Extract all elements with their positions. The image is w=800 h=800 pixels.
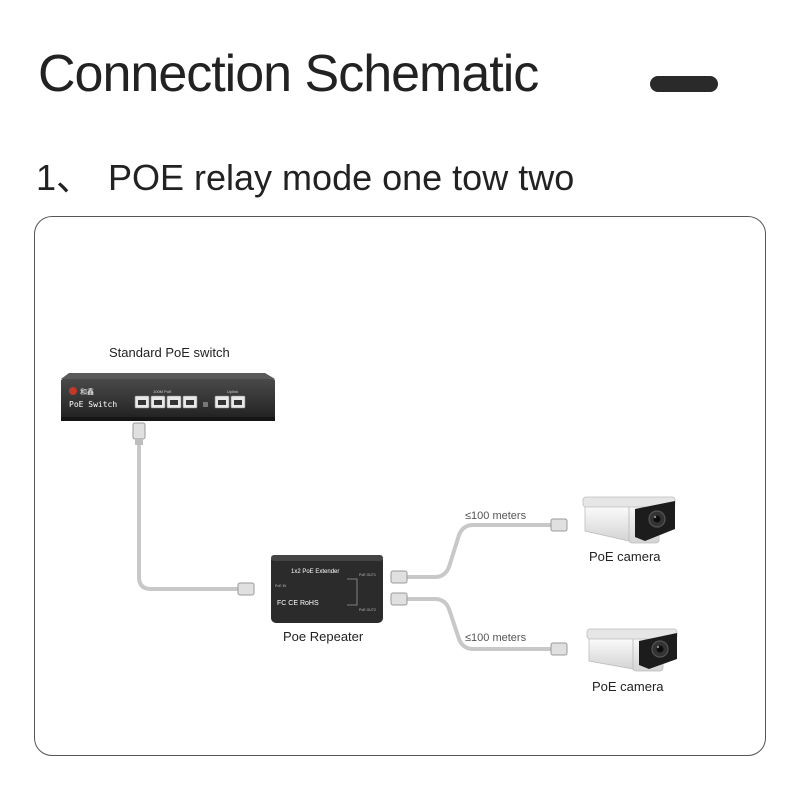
section-title: POE relay mode one tow two [108, 157, 575, 198]
rj45-plug-camera-1 [550, 518, 568, 532]
switch-poe-group-label: 100M PoE [153, 389, 172, 394]
poe-switch-device: 和鑫 PoE Switch 100M PoE Uplink [61, 373, 275, 421]
section-heading: 1、 POE relay mode one tow two [36, 152, 574, 204]
rj45-plug-camera-2 [550, 642, 568, 656]
repeater-certifications: FC CE RoHS [277, 600, 319, 607]
switch-label: Standard PoE switch [109, 345, 230, 360]
switch-brand: 和鑫 [80, 387, 94, 396]
switch-reset-button [203, 402, 208, 407]
diagram-panel: ≤100 meters ≤100 meters Standard PoE swi… [34, 216, 766, 756]
camera-1-label: PoE camera [589, 549, 661, 564]
page-title: Connection Schematic [38, 45, 539, 103]
bullet-camera-icon [582, 496, 676, 544]
rj45-plug-switch [132, 422, 146, 445]
repeater-port-out2-label: PoE OUT2 [359, 608, 376, 612]
cable-repeater-to-camera-2 [399, 597, 555, 651]
cable-repeater-to-camera-1 [399, 523, 555, 579]
camera-1: PoE camera [582, 496, 676, 564]
repeater-label: Poe Repeater [283, 629, 364, 644]
rj45-plug-repeater-in [237, 582, 255, 596]
distance-label-1: ≤100 meters [465, 510, 527, 522]
repeater-model: 1x2 PoE Extender [291, 569, 339, 575]
switch-poe-port-slots [138, 400, 194, 405]
switch-uplink-group-label: Uplink [227, 389, 238, 394]
rj45-plug-out1 [390, 570, 408, 584]
camera-2: PoE camera [586, 628, 678, 694]
title-accent-bar [650, 76, 718, 92]
bullet-camera-icon [586, 628, 678, 672]
switch-model: PoE Switch [69, 400, 117, 409]
repeater-port-out1-label: PoE OUT1 [359, 573, 376, 577]
distance-label-2: ≤100 meters [465, 632, 527, 644]
brand-mark-icon [69, 387, 77, 395]
switch-uplink-port-slots [218, 400, 242, 405]
repeater-port-in-label: PoE IN [275, 584, 287, 588]
section-number: 1、 [36, 157, 93, 198]
connection-diagram: ≤100 meters ≤100 meters Standard PoE swi… [61, 345, 678, 694]
poe-repeater-device: 1x2 PoE Extender PoE IN PoE OUT1 PoE OUT… [271, 555, 383, 623]
cable-switch-to-repeater [137, 433, 242, 591]
rj45-plug-out2 [390, 592, 408, 606]
camera-2-label: PoE camera [592, 679, 664, 694]
